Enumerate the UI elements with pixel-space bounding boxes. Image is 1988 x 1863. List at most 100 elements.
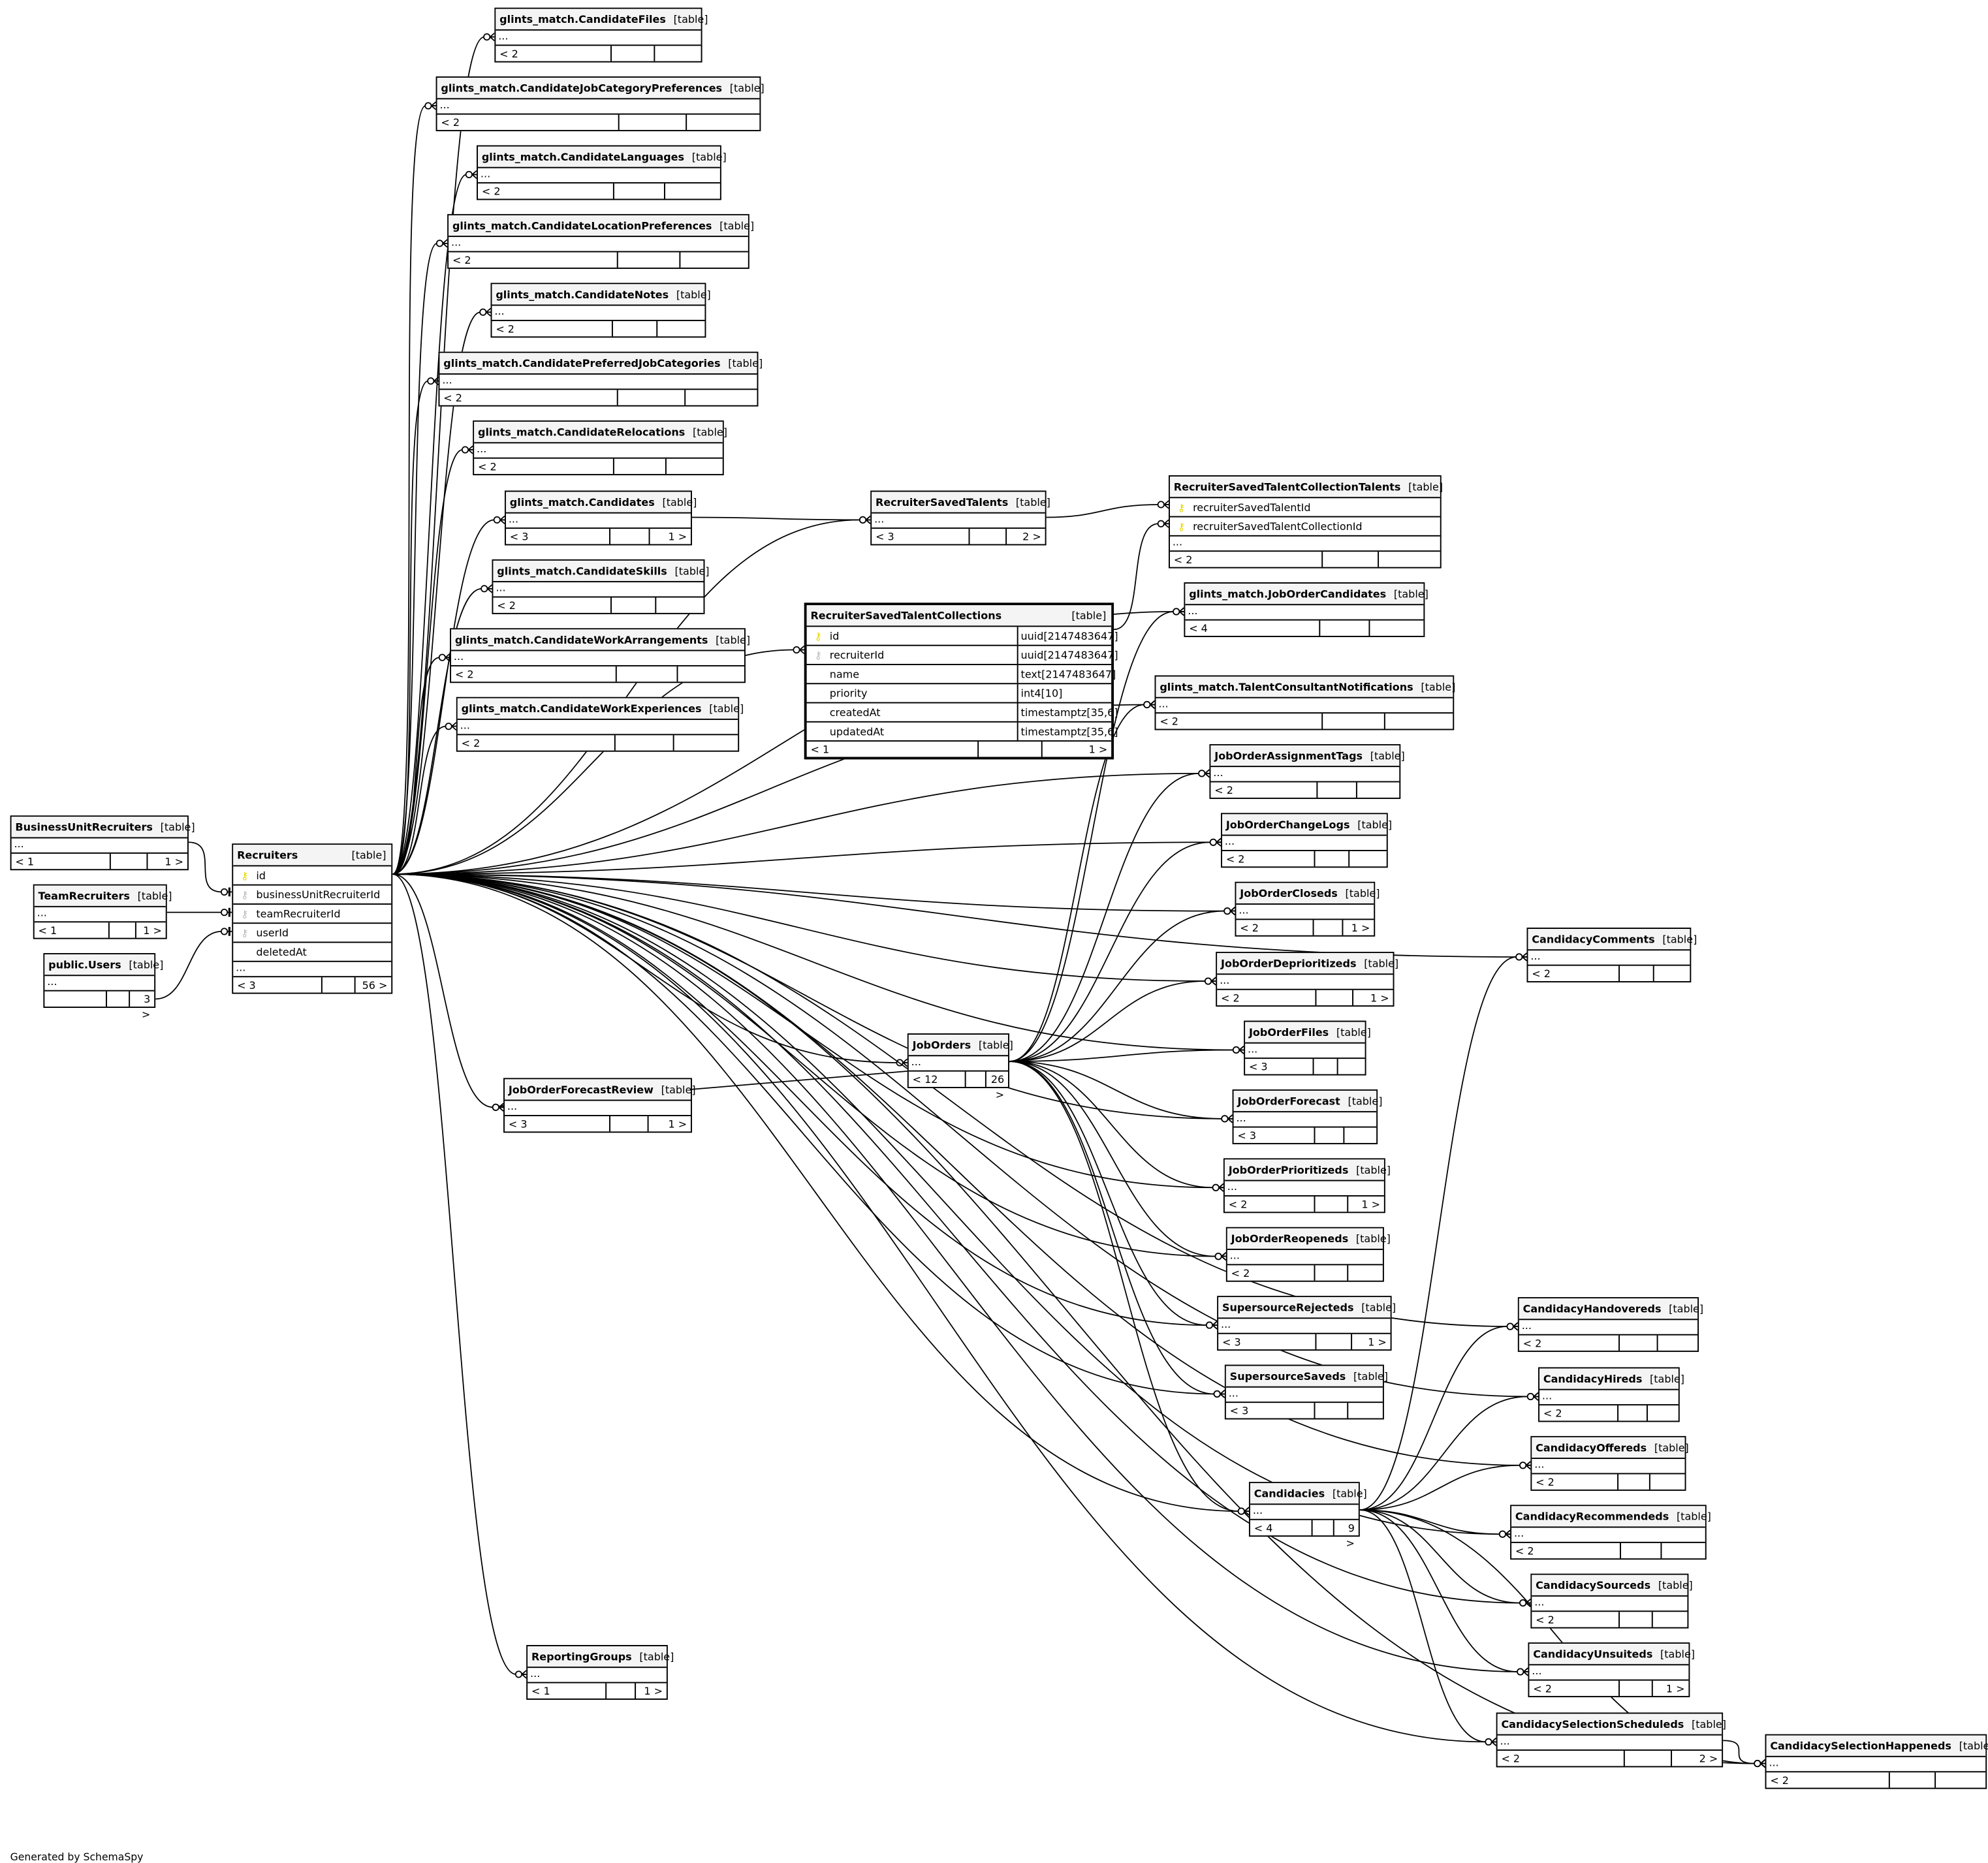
- table-candidate-skills[interactable]: glints_match.CandidateSkills[table]...< …: [492, 559, 710, 614]
- children-count[interactable]: [1649, 1474, 1685, 1490]
- table-candidate-relocations[interactable]: glints_match.CandidateRelocations[table]…: [473, 420, 727, 476]
- parents-count[interactable]: < 2: [1225, 852, 1245, 866]
- table-job-order-assignment-tags[interactable]: JobOrderAssignmentTags[table]...< 2: [1209, 744, 1405, 799]
- parents-count[interactable]: < 3: [1237, 1129, 1257, 1142]
- children-count[interactable]: [684, 390, 757, 405]
- children-count[interactable]: 26 >: [985, 1071, 1008, 1101]
- parents-count[interactable]: < 2: [497, 599, 516, 612]
- rows-count[interactable]: [616, 252, 679, 268]
- parents-count[interactable]: < 2: [1228, 1197, 1248, 1211]
- parents-count[interactable]: < 2: [461, 736, 481, 749]
- table-name[interactable]: JobOrderFiles: [1248, 1025, 1329, 1039]
- children-count[interactable]: 1 >: [648, 1116, 691, 1132]
- rows-count[interactable]: [1618, 965, 1652, 982]
- more-columns-ellipsis[interactable]: ...: [478, 168, 720, 184]
- parents-count[interactable]: < 3: [508, 1117, 528, 1131]
- parents-count[interactable]: < 2: [1515, 1544, 1534, 1558]
- table-candidate-work-arrangements[interactable]: glints_match.CandidateWorkArrangements[t…: [450, 628, 750, 683]
- children-count[interactable]: 2 >: [1670, 1751, 1722, 1766]
- rows-count[interactable]: [106, 991, 129, 1007]
- rows-count[interactable]: [1622, 1751, 1670, 1766]
- children-count[interactable]: [1652, 965, 1690, 982]
- rows-count[interactable]: [610, 597, 655, 613]
- parents-count[interactable]: < 1: [15, 854, 35, 868]
- parents-count[interactable]: < 2: [1160, 715, 1178, 728]
- table-name[interactable]: glints_match.Candidates: [509, 495, 655, 509]
- table-name[interactable]: glints_match.CandidateWorkArrangements: [454, 633, 708, 646]
- more-columns-ellipsis[interactable]: ...: [1169, 536, 1440, 552]
- children-count[interactable]: [1656, 1335, 1697, 1351]
- table-name[interactable]: JobOrderReopeneds: [1231, 1232, 1349, 1245]
- table-name[interactable]: JobOrders: [912, 1038, 971, 1052]
- children-count[interactable]: [1368, 620, 1423, 636]
- rows-count[interactable]: [1314, 851, 1349, 867]
- table-name[interactable]: CandidacyUnsuiteds: [1533, 1647, 1653, 1661]
- table-name[interactable]: ReportingGroups: [531, 1650, 632, 1663]
- table-name[interactable]: CandidacyOffereds: [1536, 1441, 1647, 1454]
- table-candidate-job-category-preferences[interactable]: glints_match.CandidateJobCategoryPrefere…: [435, 76, 765, 132]
- table-name[interactable]: CandidacyRecommendeds: [1515, 1510, 1669, 1523]
- table-name[interactable]: glints_match.CandidateLanguages: [481, 150, 685, 163]
- column-row[interactable]: ⚷recruiterSavedTalentId: [1169, 498, 1440, 518]
- rows-count[interactable]: [1618, 1335, 1656, 1351]
- parents-count[interactable]: < 3: [237, 978, 256, 992]
- rows-count[interactable]: [611, 321, 655, 337]
- rows-count[interactable]: [108, 922, 135, 938]
- more-columns-ellipsis[interactable]: ...: [872, 513, 1045, 529]
- table-name[interactable]: TeamRecruiters: [38, 889, 130, 903]
- parents-count[interactable]: < 2: [1221, 991, 1240, 1005]
- table-name[interactable]: JobOrderForecast: [1237, 1094, 1340, 1108]
- parents-count[interactable]: < 2: [1214, 783, 1233, 796]
- table-name[interactable]: JobOrderCloseds: [1240, 886, 1338, 900]
- parents-count[interactable]: < 3: [509, 530, 529, 543]
- children-count[interactable]: 1 >: [1041, 742, 1111, 757]
- rows-count[interactable]: [1313, 1127, 1344, 1143]
- more-columns-ellipsis[interactable]: ...: [1532, 1596, 1688, 1612]
- table-job-order-change-logs[interactable]: JobOrderChangeLogs[table]...< 2: [1221, 813, 1392, 868]
- table-recruiter-saved-talent-collections[interactable]: RecruiterSavedTalentCollections[table]⚷i…: [804, 603, 1118, 760]
- children-count[interactable]: [1348, 851, 1387, 867]
- table-candidacy-selection-scheduleds[interactable]: CandidacySelectionScheduleds[table]...< …: [1496, 1712, 1726, 1768]
- more-columns-ellipsis[interactable]: ...: [505, 513, 691, 529]
- children-count[interactable]: [1355, 782, 1399, 798]
- parents-count[interactable]: < 1: [531, 1684, 550, 1698]
- children-count[interactable]: [1346, 1403, 1383, 1418]
- more-columns-ellipsis[interactable]: ...: [528, 1667, 667, 1683]
- rows-count[interactable]: [1313, 920, 1342, 935]
- table-candidate-preferred-job-categories[interactable]: glints_match.CandidatePreferredJobCatego…: [438, 351, 763, 407]
- more-columns-ellipsis[interactable]: ...: [1511, 1527, 1705, 1543]
- table-candidate-files[interactable]: glints_match.CandidateFiles[table]...< 2: [494, 7, 708, 63]
- parents-count[interactable]: < 2: [1536, 1475, 1554, 1488]
- parents-count[interactable]: < 3: [1222, 1335, 1241, 1349]
- column-row[interactable]: ⚷id: [233, 866, 392, 886]
- children-count[interactable]: [685, 114, 760, 131]
- parents-count[interactable]: < 2: [1173, 553, 1193, 566]
- rows-count[interactable]: [1314, 1334, 1351, 1350]
- children-count[interactable]: [1646, 1405, 1679, 1421]
- table-candidate-location-preferences[interactable]: glints_match.CandidateLocationPreference…: [447, 213, 754, 269]
- children-count[interactable]: [1347, 1265, 1383, 1281]
- table-recruiter-saved-talent-collection-talents[interactable]: RecruiterSavedTalentCollectionTalents[ta…: [1168, 475, 1443, 569]
- children-count[interactable]: 1 >: [146, 853, 187, 869]
- parents-count[interactable]: < 12: [912, 1072, 938, 1086]
- rows-count[interactable]: [110, 853, 147, 869]
- rows-count[interactable]: [1889, 1772, 1934, 1788]
- table-supersource-saveds[interactable]: SupersourceSaveds[table]...< 3: [1224, 1364, 1388, 1420]
- table-name[interactable]: CandidacyHireds: [1543, 1372, 1643, 1385]
- rows-count[interactable]: [1618, 1680, 1652, 1697]
- column-row[interactable]: ⚷recruiterSavedTalentCollectionId: [1169, 518, 1440, 537]
- parents-count[interactable]: < 4: [1254, 1521, 1273, 1535]
- table-candidacy-recommendeds[interactable]: CandidacyRecommendeds[table]...< 2: [1510, 1505, 1711, 1560]
- rows-count[interactable]: [1321, 552, 1378, 567]
- table-candidacy-comments[interactable]: CandidacyComments[table]...< 2: [1526, 928, 1697, 982]
- rows-count[interactable]: [1315, 990, 1353, 1006]
- more-columns-ellipsis[interactable]: ...: [1224, 1181, 1384, 1197]
- children-count[interactable]: 1 >: [1652, 1680, 1688, 1697]
- parents-count[interactable]: < 2: [481, 185, 501, 198]
- parents-count[interactable]: < 2: [1543, 1407, 1562, 1420]
- rows-count[interactable]: [1316, 782, 1356, 798]
